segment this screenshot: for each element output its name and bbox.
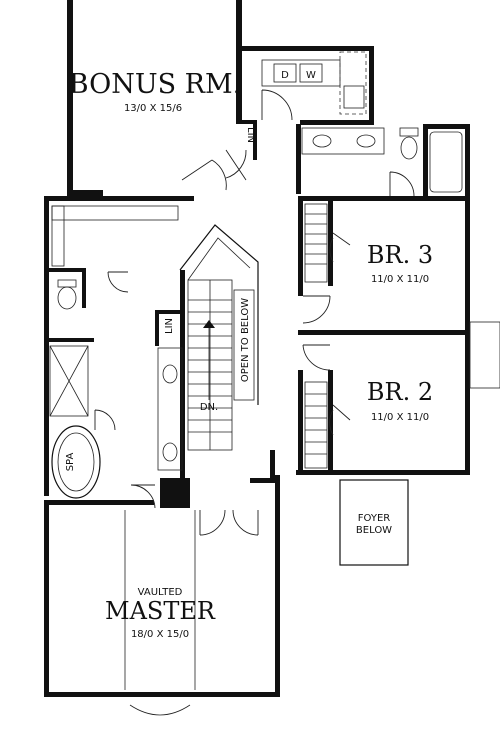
stairs-down-label: DN. [200, 402, 218, 413]
foyer-below-line1: FOYER [358, 513, 391, 524]
washer-label: W [306, 70, 316, 81]
closet-br2 [304, 381, 328, 469]
foyer-below-line2: BELOW [356, 525, 392, 536]
doors [94, 89, 415, 536]
bonus-room-dims: 13/0 X 15/6 [124, 103, 182, 114]
stair-treads [188, 299, 232, 433]
master-prefix: VAULTED [138, 587, 183, 598]
room-labels: BONUS RM. 13/0 X 15/6 D W LIN LIN BR. 3 … [65, 69, 433, 640]
walls [44, 0, 470, 697]
linen-label-top: LIN [245, 127, 256, 143]
br3-dims: 11/0 X 11/0 [371, 274, 429, 285]
br2-name: BR. 2 [367, 378, 433, 406]
closet-br3 [304, 203, 328, 283]
master-name: MASTER [105, 597, 216, 625]
open-to-below-label: OPEN TO BELOW [240, 298, 251, 382]
br2-dims: 11/0 X 11/0 [371, 412, 429, 423]
linen-label-mid: LIN [164, 318, 175, 334]
details [49, 51, 500, 716]
br3-name: BR. 3 [367, 241, 433, 269]
spa-label: SPA [65, 453, 76, 472]
dryer-label: D [281, 70, 289, 81]
bonus-room-name: BONUS RM. [69, 69, 242, 100]
master-dims: 18/0 X 15/0 [131, 629, 189, 640]
